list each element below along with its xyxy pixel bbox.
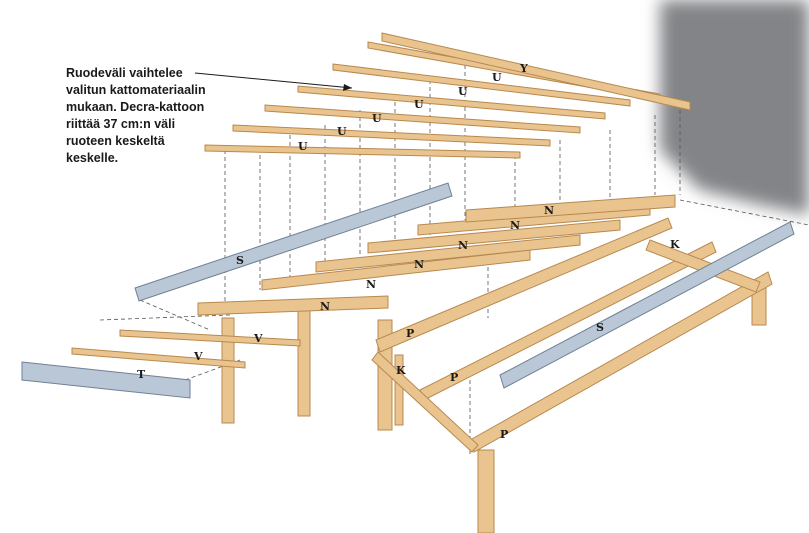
dashed-guides — [99, 65, 809, 455]
annotation-text: Ruodeväli vaihtelee valitun kattomateria… — [66, 65, 256, 167]
post-left-2 — [297, 307, 311, 417]
fascia-left — [134, 182, 453, 302]
annotation-line-6: keskelle. — [66, 151, 119, 165]
part-labels: U U U U U U Y N N N N N N P P P S S K K … — [137, 62, 680, 441]
rafter-6 — [465, 194, 676, 223]
label-t: T — [137, 368, 146, 381]
label-s-left: S — [236, 254, 244, 267]
post-mid-2 — [394, 354, 404, 426]
sill-boards — [71, 329, 301, 369]
rafter-4 — [367, 219, 621, 254]
beams — [371, 217, 773, 453]
label-n-3: N — [458, 239, 468, 252]
label-v-2: V — [193, 350, 203, 363]
rafter-1 — [197, 295, 389, 316]
battens — [204, 32, 691, 159]
label-y: Y — [519, 62, 528, 75]
label-n-5: N — [366, 278, 376, 291]
label-n-2: N — [510, 219, 520, 232]
rafters — [197, 194, 676, 316]
label-u-2: U — [337, 125, 347, 138]
label-u-6: U — [492, 71, 502, 84]
label-u-1: U — [298, 140, 308, 153]
rafter-3 — [315, 234, 581, 273]
rafter-2 — [261, 249, 531, 291]
sill-board-1 — [119, 329, 301, 347]
label-k-1: K — [670, 238, 680, 251]
post-front — [477, 449, 495, 533]
label-p-1: P — [406, 327, 414, 340]
annotation-line-3: mukaan. Decra-kattoon — [66, 100, 205, 114]
label-n-6: N — [320, 300, 330, 313]
fascia-boards — [21, 182, 795, 399]
annotation-line-2: valitun kattomateriaalin — [66, 83, 206, 97]
purlin-top — [375, 217, 673, 353]
post-left-1 — [221, 317, 235, 424]
fascia-right — [499, 221, 795, 389]
batten-3 — [264, 104, 581, 134]
annotation-line-4: riittää 37 cm:n väli — [66, 117, 176, 131]
label-u-4: U — [414, 98, 424, 111]
batten-4 — [297, 85, 606, 120]
label-v-1: V — [253, 332, 263, 345]
annotation-line-5: ruoteen keskeltä — [66, 134, 165, 148]
label-n-4: N — [414, 258, 424, 271]
batten-5 — [332, 63, 631, 107]
sill-board-2 — [71, 347, 246, 369]
end-board — [21, 361, 191, 399]
label-p-2: P — [450, 371, 458, 384]
label-u-5: U — [458, 85, 468, 98]
label-n-1: N — [544, 204, 554, 217]
brace-left — [371, 351, 479, 453]
label-s-right: S — [596, 321, 604, 334]
annotation-arrow — [194, 72, 353, 89]
background-shadow — [660, 0, 809, 215]
ridge-batten — [381, 32, 691, 111]
label-k-2: K — [396, 364, 406, 377]
label-u-3: U — [372, 112, 382, 125]
posts — [221, 279, 767, 533]
annotation-line-1: Ruodeväli vaihtelee — [66, 66, 183, 80]
batten-2 — [232, 124, 551, 147]
batten-1 — [204, 144, 521, 159]
label-p-3: P — [500, 428, 508, 441]
annotation-arrowhead — [343, 84, 352, 91]
